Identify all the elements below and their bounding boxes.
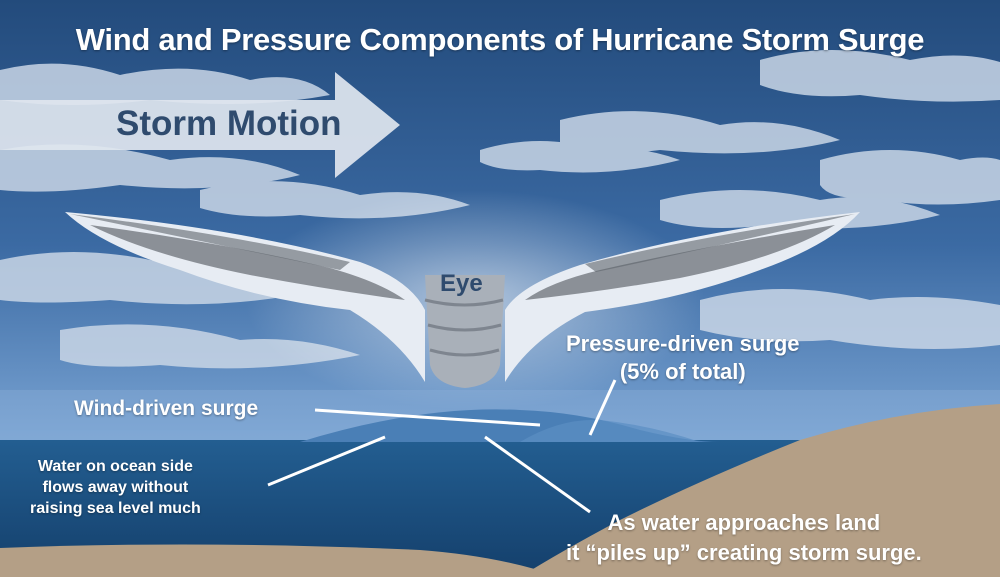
diagram-title: Wind and Pressure Components of Hurrican… <box>75 22 925 57</box>
ocean-note-line1: Water on ocean side <box>37 458 193 475</box>
land-note-line1: As water approaches land <box>607 510 881 535</box>
ocean-side-note: Water on ocean side flows away without r… <box>30 456 201 519</box>
ocean-note-line3: raising sea level much <box>30 500 201 517</box>
pressure-surge-label: Pressure-driven surge (5% of total) <box>566 330 800 386</box>
eye-label: Eye <box>440 270 483 297</box>
wind-surge-label: Wind-driven surge <box>74 397 259 420</box>
leader-lines <box>267 379 617 514</box>
ocean-note-line2: flows away without <box>42 479 189 496</box>
pressure-surge-line2: (5% of total) <box>619 359 746 384</box>
eye-column <box>424 275 505 388</box>
land <box>520 404 1000 577</box>
land-note-line2: it “piles up” creating storm surge. <box>566 540 922 565</box>
pressure-surge-line1: Pressure-driven surge <box>566 331 800 356</box>
storm-motion-label: Storm Motion <box>116 104 342 143</box>
land-note: As water approaches land it “piles up” c… <box>566 508 922 568</box>
hurricane-cloud <box>65 212 860 382</box>
right-arrow-icon <box>0 72 400 178</box>
